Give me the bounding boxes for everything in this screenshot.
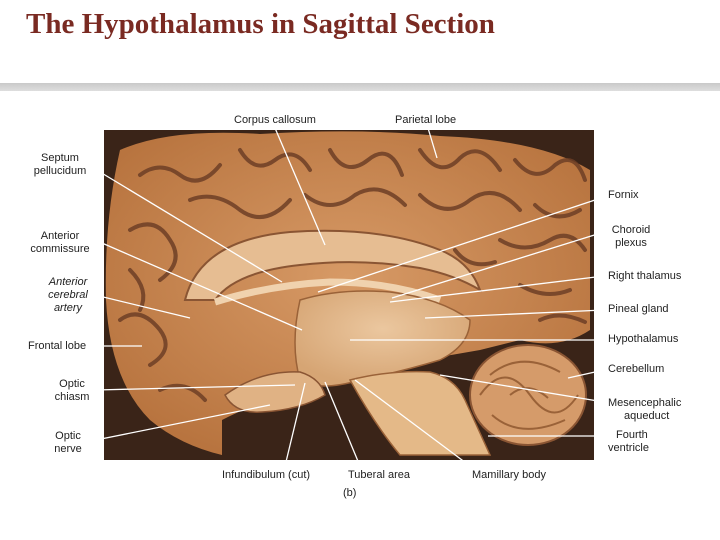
label-fourth-ventricle: Fourth ventricle [608, 429, 649, 454]
corpus-callosum-shape [183, 229, 482, 301]
cerebellum-shape [469, 344, 587, 446]
label-corpus-callosum: Corpus callosum [234, 114, 316, 126]
label-infundibulum: Infundibulum (cut) [222, 469, 311, 481]
leader-lines [94, 127, 605, 467]
label-mesencephalic-aqueduct: Mesencephalic aqueduct [608, 397, 682, 422]
fornix-shape [213, 278, 442, 306]
label-fornix: Fornix [608, 189, 639, 201]
label-optic-chiasm: Optic chiasm [54, 378, 90, 403]
label-frontal-lobe: Frontal lobe [28, 340, 87, 352]
label-right-thalamus: Right thalamus [608, 270, 682, 282]
panel-label: (b) [343, 487, 357, 499]
label-anterior-cerebral-artery: Anterior cerebral artery [48, 276, 88, 314]
brainstem-shape [348, 370, 492, 456]
label-anterior-commissure: Anterior commissure [30, 230, 90, 255]
label-pineal-gland: Pineal gland [608, 303, 669, 315]
title-divider [0, 83, 720, 91]
label-cerebellum: Cerebellum [608, 363, 665, 375]
label-septum-pellucidum: Septum pellucidum [33, 152, 87, 177]
cerebellum-folia [479, 360, 579, 430]
slide-title: The Hypothalamus in Sagittal Section [26, 8, 495, 40]
label-optic-nerve: Optic nerve [54, 430, 82, 455]
label-tuberal-area: Tuberal area [348, 469, 410, 481]
label-mamillary-body: Mamillary body [472, 469, 546, 481]
label-parietal-lobe: Parietal lobe [395, 114, 457, 126]
label-hypothalamus: Hypothalamus [608, 333, 679, 345]
label-choroid-plexus: Choroid plexus [611, 224, 651, 249]
